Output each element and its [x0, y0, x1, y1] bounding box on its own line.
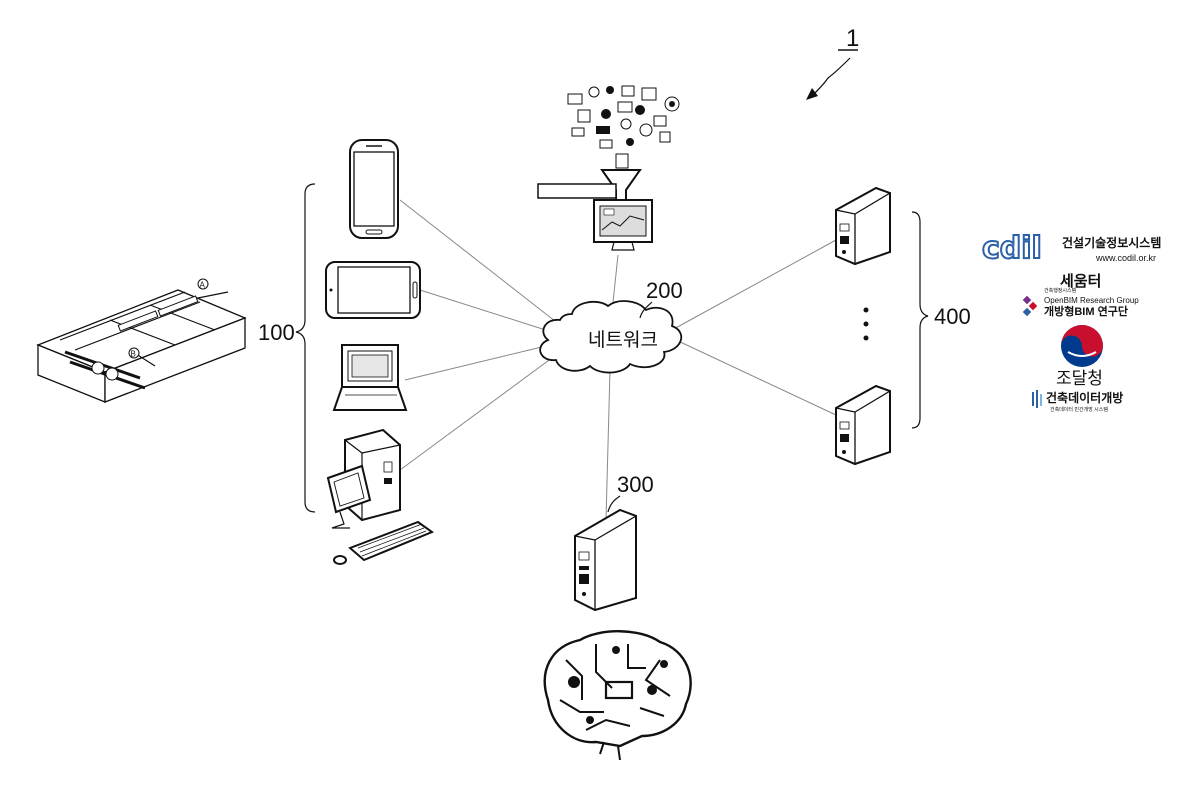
pps-name: 조달청	[1056, 369, 1103, 388]
link-tablet	[420, 290, 555, 333]
server-400-bottom-icon	[836, 386, 890, 464]
openbim-en: OpenBIM Research Group	[1044, 296, 1139, 305]
ellipsis-dots	[864, 308, 869, 341]
figure-arrowhead	[806, 88, 818, 100]
link-laptop	[405, 345, 550, 380]
openbim-logo: OpenBIM Research Group 개방형BIM 연구단	[1023, 296, 1140, 318]
figure-number: 1	[846, 25, 859, 52]
label-400: 400	[934, 304, 971, 329]
bracket-ext-servers	[912, 212, 928, 428]
server-400-top-icon	[836, 188, 890, 264]
link-server-400-bottom	[676, 340, 836, 415]
archdata-name: 건축데이터개방	[1046, 390, 1123, 405]
smartphone-icon	[350, 140, 398, 238]
bracket-terminals	[296, 184, 315, 512]
archdata-sub: 건축데이터 민간개방 시스템	[1050, 406, 1108, 413]
openbim-ko: 개방형BIM 연구단	[1044, 304, 1128, 318]
tablet-icon	[326, 262, 420, 318]
desktop-pc-icon	[328, 430, 432, 564]
bim-model-illustration: A B	[38, 279, 245, 402]
ai-brain-icon	[545, 631, 691, 760]
label-300: 300	[617, 472, 654, 497]
link-desktop	[400, 352, 560, 470]
cdil-mark: cdil	[982, 231, 1042, 266]
input-bar	[538, 184, 616, 198]
link-phone	[400, 200, 560, 325]
network-label: 네트워크	[588, 329, 658, 351]
cdil-name: 건설기술정보시스템	[1062, 235, 1161, 250]
data-icons-cloud	[568, 86, 679, 148]
leader-300	[608, 496, 620, 512]
pps-logo: 조달청	[1056, 325, 1103, 388]
figure-arrow	[812, 58, 850, 96]
data-hub-illustration	[538, 86, 679, 250]
archdata-logo: 건축데이터개방 건축데이터 민간개방 시스템	[1032, 390, 1123, 413]
cdil-logo: cdil 건설기술정보시스템 www.codil.or.kr	[982, 231, 1161, 266]
cdil-url: www.codil.or.kr	[1095, 253, 1156, 263]
link-server-300	[606, 370, 610, 520]
laptop-icon	[334, 345, 406, 410]
server-300-icon	[575, 510, 636, 610]
seumter-logo: 세움터 건축행정시스템	[1044, 273, 1101, 294]
marker-a-label: A	[200, 281, 206, 290]
link-server-400-top	[672, 240, 836, 330]
label-100: 100	[258, 320, 295, 345]
label-200: 200	[646, 278, 683, 303]
marker-b-label: B	[131, 350, 136, 359]
seumter-sub: 건축행정시스템	[1044, 287, 1077, 294]
